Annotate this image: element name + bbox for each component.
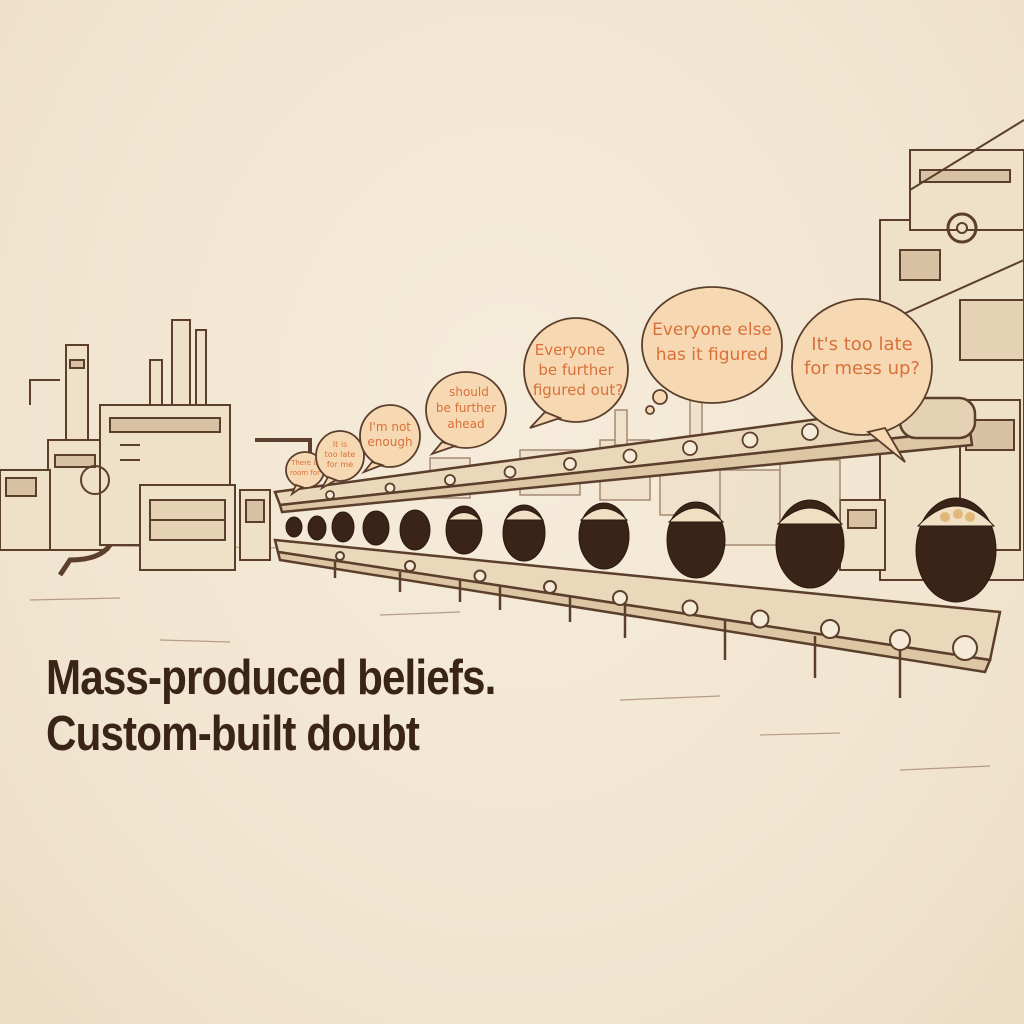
svg-text:ahead: ahead [447,417,484,431]
head [331,511,355,543]
head [775,499,845,589]
svg-text:figured out?: figured out? [533,381,623,399]
speech-bubble-4: should be further ahead [425,371,507,456]
head [502,504,546,562]
svg-text:It is: It is [333,440,347,449]
svg-text:for me: for me [327,460,353,469]
lower-conveyor [273,538,1002,698]
svg-text:for mess up?: for mess up? [804,358,920,379]
svg-text:Everyone else: Everyone else [652,320,772,340]
head [362,510,390,546]
head [915,497,997,603]
svg-text:I'm not: I'm not [369,420,411,434]
svg-text:be further: be further [436,401,496,415]
head [285,516,303,538]
caption-line-1: Mass-produced beliefs. [46,651,496,705]
head [578,502,630,570]
upper-conveyor [273,396,977,514]
svg-text:Everyone: Everyone [535,341,606,359]
speech-bubble-2: It is too late for me [315,430,365,491]
svg-text:There is: There is [290,459,319,467]
heads-row [285,497,997,603]
head [399,509,431,551]
svg-text:room for: room for [290,469,320,477]
caption-line-2: Custom-built doubt [46,707,420,761]
speech-bubble-6: Everyone else has it figured [641,286,783,415]
svg-text:be further: be further [538,361,614,379]
speech-bubbles: There is room for It is too late for me … [285,286,933,497]
speech-bubble-5: Everyone be further figured out? [523,317,629,429]
svg-text:has it figured: has it figured [656,345,768,365]
svg-text:enough: enough [367,435,412,449]
svg-text:It's too late: It's too late [811,334,912,355]
speech-bubble-3: I'm not enough [359,404,421,475]
speech-bubble-7: It's too late for mess up? [791,298,933,463]
caption-heading: Mass-produced beliefs. Custom-built doub… [46,650,496,762]
head [445,505,483,555]
head [307,515,327,541]
left-factory [0,319,312,577]
head [666,501,726,579]
svg-text:too late: too late [325,450,356,459]
speech-bubble-1: There is room for [285,451,325,497]
svg-text:should: should [449,385,489,399]
